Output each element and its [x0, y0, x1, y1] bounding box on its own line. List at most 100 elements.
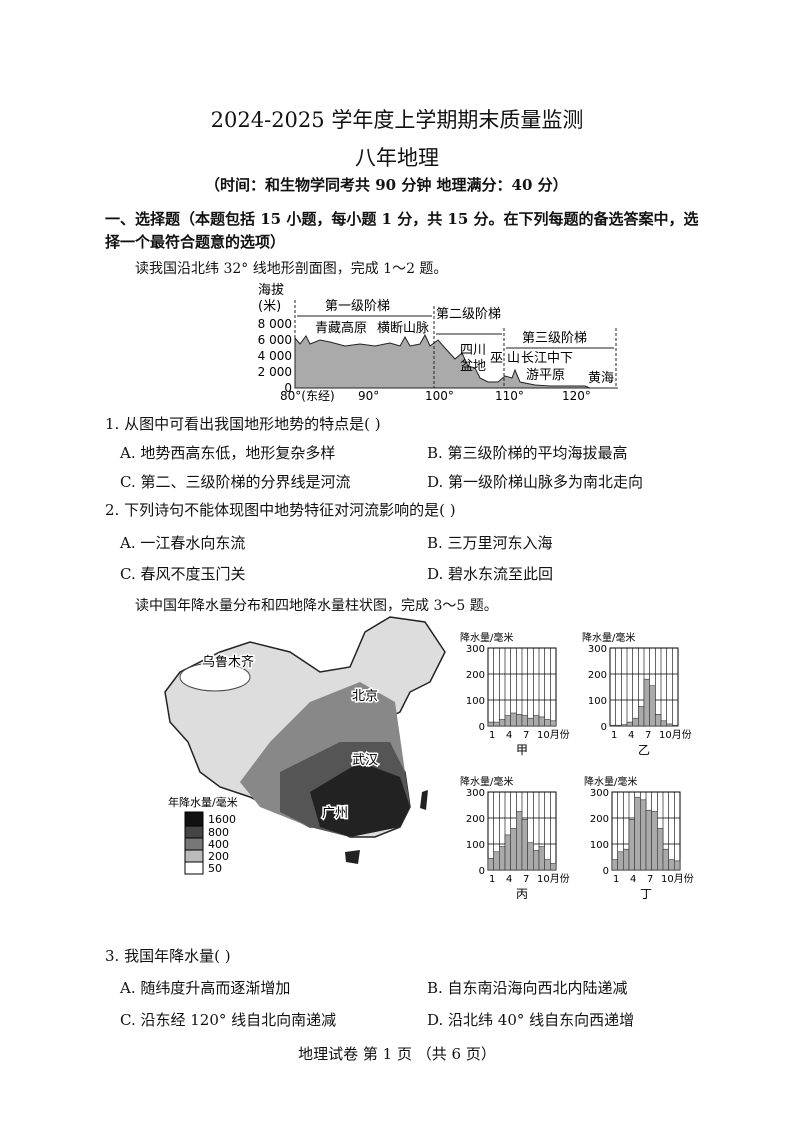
y-tick: 2 000 — [258, 365, 292, 379]
legend-swatch — [184, 811, 204, 827]
x-tick: 1 — [489, 874, 495, 885]
bar-month-7 — [643, 678, 650, 727]
bar-month-8 — [527, 842, 534, 871]
y-axis-label: 降水量/毫米 — [582, 631, 635, 644]
y-tick: 100 — [466, 696, 485, 707]
bar-month-6 — [516, 811, 523, 871]
bar-month-4 — [504, 834, 511, 871]
bar-month-10 — [538, 716, 545, 727]
q2-option-c[interactable]: C. 春风不度玉门关 — [120, 565, 246, 583]
bar-month-11 — [668, 859, 675, 871]
section-heading-1: 一、选择题（本题包括 15 小题，每小题 1 分，共 15 分。在下列每题的备选… — [105, 210, 699, 228]
legend-value: 50 — [208, 862, 222, 875]
city-wuhan: 武汉 — [352, 753, 378, 768]
x-tick: 90° — [358, 389, 379, 402]
y-tick: 8 000 — [258, 317, 292, 331]
x-tick: 10月份 — [537, 873, 570, 885]
bar-month-9 — [655, 714, 662, 727]
intro-precipitation: 读中国年降水量分布和四地降水量柱状图，完成 3～5 题。 — [135, 598, 498, 614]
x-tick: 4 — [506, 730, 512, 741]
bar-month-7 — [645, 809, 652, 871]
y-tick: 0 — [601, 722, 607, 733]
bar-month-12 — [550, 863, 557, 871]
bar-month-5 — [510, 712, 517, 727]
label-basin: 盆地 — [460, 359, 486, 374]
step-label-2: 第二级阶梯 — [436, 307, 501, 322]
page-footer: 地理试卷 第 1 页 （共 6 页） — [298, 1045, 496, 1063]
bar-month-9 — [533, 715, 540, 727]
taiwan-island — [420, 790, 428, 810]
q1-option-c[interactable]: C. 第二、三级阶梯的分界线是河流 — [120, 473, 351, 491]
y-axis-label: 降水量/毫米 — [460, 631, 513, 644]
label-hengduan: 横断山脉 — [377, 321, 429, 336]
tarim-dry-zone — [179, 662, 251, 692]
q3-option-b[interactable]: B. 自东南沿海向西北内陆递减 — [427, 979, 628, 997]
label-wu: 巫 — [490, 351, 503, 366]
legend-value: 200 — [208, 850, 229, 863]
y-tick: 300 — [588, 644, 607, 655]
x-tick: 1 — [489, 730, 495, 741]
y-tick: 0 — [479, 866, 485, 877]
legend-swatch — [184, 861, 204, 875]
legend-title: 年降水量/毫米 — [168, 795, 238, 809]
y-tick: 200 — [590, 814, 609, 825]
bar-month-11 — [666, 723, 673, 727]
x-tick: 4 — [630, 874, 636, 885]
section-heading-2: 择一个最符合题意的选项） — [105, 233, 286, 251]
terrain-elevation-area — [294, 333, 591, 389]
q2-option-b[interactable]: B. 三万里河东入海 — [427, 534, 553, 552]
y-tick: 4 000 — [258, 349, 292, 363]
question-1: 1. 从图中可看出我国地形地势的特点是( ) — [105, 415, 381, 433]
q3-option-c[interactable]: C. 沿东经 120° 线自北向南递减 — [120, 1011, 337, 1029]
chart-title: 丙 — [516, 887, 528, 901]
x-tick: 4 — [628, 730, 634, 741]
bar-month-6 — [638, 706, 645, 727]
chart-title: 乙 — [638, 743, 650, 757]
q3-option-a[interactable]: A. 随纬度升高而逐渐增加 — [120, 979, 291, 997]
x-tick: 10月份 — [659, 729, 692, 741]
bar-month-10 — [662, 848, 669, 871]
bar-month-4 — [626, 721, 633, 727]
legend-swatch — [184, 825, 204, 839]
bar-month-11 — [544, 719, 551, 727]
city-guangzhou: 广州 — [322, 806, 348, 821]
terrain-profile-diagram: 海拔 (米) 8 000 6 000 4 000 2 000 0 第一级阶梯 第… — [258, 283, 618, 402]
legend-value: 1600 — [208, 813, 236, 826]
subject-title: 八年地理 — [355, 146, 439, 170]
q2-option-a[interactable]: A. 一江春水向东流 — [120, 534, 246, 552]
y-axis-unit: (米) — [258, 299, 281, 314]
label-plain: 游平原 — [526, 368, 565, 383]
y-tick: 100 — [590, 840, 609, 851]
y-tick: 200 — [588, 670, 607, 681]
q2-option-d[interactable]: D. 碧水东流至此回 — [427, 565, 554, 583]
zone-1600 — [310, 762, 410, 837]
label-shan: 山 — [507, 351, 520, 366]
question-3: 3. 我国年降水量( ) — [105, 947, 231, 965]
bar-month-2 — [615, 724, 622, 727]
bar-month-1 — [487, 858, 494, 871]
x-tick: 100° — [425, 389, 454, 402]
q1-option-a[interactable]: A. 地势西高东低，地形复杂多样 — [120, 444, 336, 462]
q1-option-d[interactable]: D. 第一级阶梯山脉多为南北走向 — [427, 473, 644, 491]
y-tick: 0 — [479, 722, 485, 733]
x-tick: 7 — [523, 730, 529, 741]
city-beijing: 北京 — [352, 689, 378, 704]
bar-month-1 — [611, 859, 618, 871]
y-tick: 300 — [466, 644, 485, 655]
label-qinghai-tibet: 青藏高原 — [315, 320, 367, 336]
bar-month-3 — [499, 719, 506, 727]
bar-month-3 — [499, 846, 506, 871]
bar-month-10 — [660, 720, 667, 727]
x-tick: 4 — [506, 874, 512, 885]
label-sichuan: 四川 — [460, 343, 486, 358]
q1-option-b[interactable]: B. 第三级阶梯的平均海拔最高 — [427, 444, 628, 462]
x-tick: 1 — [611, 730, 617, 741]
q3-option-d[interactable]: D. 沿北纬 40° 线自东向西递增 — [427, 1011, 635, 1029]
bar-month-7 — [521, 715, 528, 727]
bar-month-8 — [651, 811, 658, 871]
